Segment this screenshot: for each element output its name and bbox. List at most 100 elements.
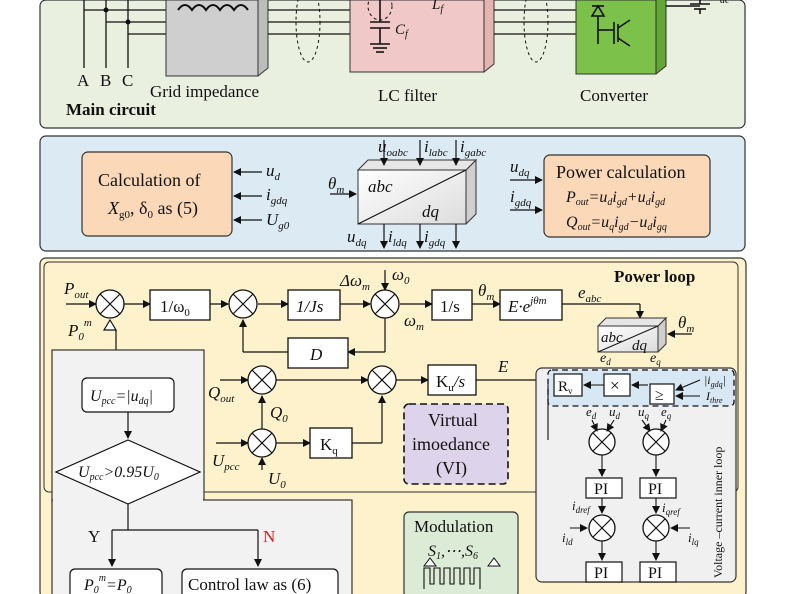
capacitor-icon — [370, 0, 390, 53]
e-label: E — [497, 357, 509, 376]
inv-js-text: 1/Js — [296, 297, 324, 316]
limiter-dashed-box — [547, 369, 735, 407]
phase-a-label: A — [77, 71, 90, 90]
limiter-connectors — [547, 379, 701, 440]
ku-block — [427, 364, 477, 396]
d-block — [287, 337, 349, 369]
node-a — [103, 7, 109, 13]
power-loop-title: Power loop — [614, 267, 695, 286]
right-result-text: Control law as (6) — [188, 575, 311, 594]
inner-eq2: eq — [661, 404, 672, 421]
inner-dq-text: dq — [632, 338, 648, 354]
row2-connectors — [216, 376, 536, 470]
pwm-waveform-icon — [423, 567, 481, 589]
igdq-abs: |igdq| — [704, 373, 726, 389]
d-text: D — [309, 345, 323, 364]
measure-ellipse-1 — [295, 0, 321, 63]
junction-crosses-2 — [251, 369, 393, 454]
idref-label: idref — [572, 498, 591, 515]
calc-in-ug0: Ug0 — [266, 210, 290, 232]
power-calc-eq2: Qout=uqigd−udigq — [566, 214, 667, 233]
exp-block — [499, 289, 563, 321]
inner-abc-dq-block: abc dq — [596, 316, 668, 354]
right-result-box — [181, 568, 339, 594]
vi-line1: Virtual — [428, 410, 478, 430]
inv-s-block — [431, 289, 473, 321]
junction-crosses-1 — [99, 293, 396, 315]
modulation-switches: S1,⋯,S6 — [428, 543, 478, 562]
vdc-sub: dc — [720, 0, 730, 6]
igbt-icon — [590, 4, 631, 47]
abc-text: abc — [368, 177, 393, 196]
converter-block — [575, 0, 667, 75]
e-abc-label: eabc — [578, 283, 602, 305]
modulation-title: Modulation — [414, 517, 494, 536]
inner-loop-section: abc dq θm ed eq Rv × ≥ |igdq| Ithre ed u… — [535, 313, 737, 583]
lc-filter-block: Lf Cf — [349, 0, 495, 73]
left-result-box — [69, 568, 163, 594]
measurement-section: Calculation of Xg0, δ0 as (5) ud igdq Ug… — [39, 135, 746, 252]
q-out-label: Qout — [208, 383, 235, 405]
power-calc-box — [543, 154, 711, 238]
pi-block-2 — [639, 477, 677, 499]
cf-label: Cf — [395, 22, 409, 40]
pi-text-1: PI — [594, 481, 608, 498]
pc-input-arrows — [510, 176, 543, 214]
node-b — [125, 19, 131, 25]
power-calc-title: Power calculation — [556, 162, 685, 182]
pi-block-1 — [585, 477, 623, 499]
modulation-box — [403, 511, 519, 594]
pi-text-4: PI — [648, 565, 662, 582]
pi-block-3 — [585, 561, 623, 583]
decision-text: Upcc>0.95U0 — [78, 464, 159, 483]
measure-ellipse-2 — [523, 0, 549, 63]
ithre: Ithre — [705, 389, 723, 405]
iqref-label: iqref — [662, 500, 681, 517]
inner-ed2: ed — [586, 404, 597, 421]
calc-line2: Xg0, δ0 as (5) — [107, 198, 198, 221]
inner-ud: ud — [609, 404, 621, 421]
phase-c-label: C — [122, 71, 133, 90]
calc-box — [81, 151, 233, 237]
u-pcc-label: Upcc — [212, 451, 240, 473]
pi-text-2: PI — [648, 481, 662, 498]
u0-label: U0 — [268, 469, 286, 491]
inv-s-text: 1/s — [440, 297, 460, 316]
p-out-label: Pout — [63, 279, 89, 301]
pi-text-3: PI — [594, 565, 608, 582]
pwm-up-arrow-right — [487, 557, 501, 567]
ku-text: Ku/s — [436, 372, 466, 394]
inner-eq: eq — [650, 351, 661, 367]
pc-in-igdq: igdq — [510, 187, 532, 209]
inner-loop-side-label: Voltage –current inner loop — [711, 447, 725, 578]
virtual-impedance-box — [403, 403, 509, 485]
inner-junction-crosses — [592, 432, 666, 538]
grid-impedance-label: Grid impedance — [150, 82, 259, 101]
ild-label: ild — [562, 530, 573, 547]
p0m-arrowhead — [102, 318, 118, 331]
bot-udq: udq — [347, 227, 367, 249]
abc-dq-transform-block: abc dq — [356, 158, 478, 225]
row1-connectors — [66, 270, 644, 356]
inner-theta: θm — [678, 313, 694, 335]
cube-top-arrows — [380, 140, 460, 249]
rv-block — [553, 373, 583, 397]
pi-block-4 — [639, 561, 677, 583]
converter-label: Converter — [580, 86, 648, 105]
top-uoabc: uoabc — [378, 137, 408, 159]
flowchart-branches — [108, 504, 262, 567]
inv-w0-block — [149, 289, 211, 321]
phase-b-label: B — [100, 71, 111, 90]
mid-theta-m: θm — [328, 174, 344, 196]
main-circuit-section: A B C Grid impedance Lf — [39, 0, 746, 129]
left-result-text: P0m=P0 — [83, 573, 132, 594]
bot-ildq: ildq — [388, 227, 407, 249]
yes-label: Y — [88, 527, 100, 546]
main-circuit-title: Main circuit — [66, 100, 156, 119]
calc-line1: Calculation of — [98, 170, 200, 190]
vi-line2: imoedance — [412, 434, 490, 454]
compare-text: ≥ — [655, 387, 664, 404]
wm-label: ωm — [404, 311, 424, 333]
p0m-label: P0m — [67, 317, 92, 343]
inv-w0-text: 1/ω0 — [160, 297, 190, 319]
